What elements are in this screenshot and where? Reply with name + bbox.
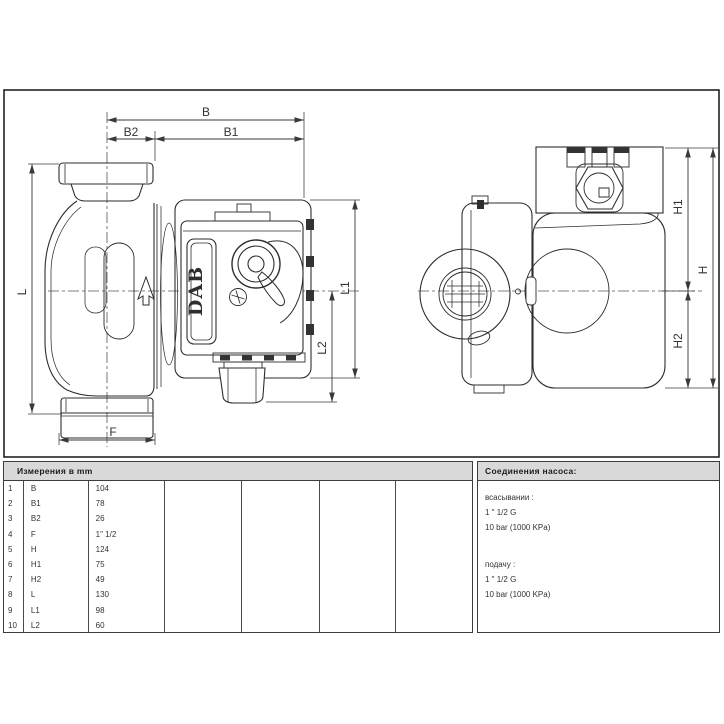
label-B: B	[202, 105, 210, 119]
dim-name: H1	[30, 559, 42, 569]
label-L: L	[15, 288, 29, 295]
empty-column	[320, 481, 397, 633]
dim-name: L	[30, 590, 36, 600]
extension-lines	[28, 112, 718, 445]
port-flange	[419, 248, 511, 346]
housing-clips	[306, 219, 314, 335]
label-B1: B1	[224, 125, 239, 139]
empty-column	[396, 481, 472, 633]
dim-value: 1" 1/2	[95, 529, 117, 539]
screw-icon	[229, 288, 247, 306]
row-num: 4	[8, 529, 13, 539]
label-H2: H2	[671, 333, 685, 349]
dim-name: H2	[30, 575, 42, 585]
column-dimension-values: 104 78 26 1" 1/2 124 75 49 130 98 60	[89, 481, 166, 633]
row-num: 10	[8, 620, 17, 630]
column-dimension-names: B B1 B2 F H H1 H2 L L1 L2	[24, 481, 89, 633]
dim-value: 49	[95, 575, 105, 585]
top-flange	[58, 162, 154, 185]
motor-body	[532, 212, 666, 389]
logo-plate	[186, 238, 217, 345]
label-H: H	[696, 266, 710, 275]
label-B2: B2	[124, 125, 139, 139]
row-num: 8	[8, 590, 13, 600]
label-L1: L1	[338, 281, 352, 295]
centerlines	[48, 112, 702, 447]
delivery-label: подачу :	[485, 560, 516, 569]
dim-name: B1	[30, 499, 41, 509]
dim-name: H	[30, 544, 37, 554]
dab-logo: DAB	[185, 266, 207, 316]
terminal-box	[535, 146, 664, 214]
dim-name: B	[30, 484, 37, 493]
empty-column	[165, 481, 242, 633]
connections-panel-header: Соединения насоса:	[478, 462, 719, 481]
dim-value: 26	[95, 514, 105, 524]
hex-gland-nut	[575, 166, 624, 210]
row-num: 2	[8, 499, 13, 509]
cable-gland	[218, 367, 266, 404]
terminal-strip	[212, 352, 306, 363]
measurements-table-body: 1 2 3 4 5 6 7 8 9 10 B B1 B2 F H H1 H2 L…	[4, 481, 472, 633]
dim-value: 60	[95, 620, 105, 630]
row-num: 6	[8, 559, 13, 569]
volute-body	[44, 200, 155, 397]
dim-name: L2	[30, 620, 40, 630]
dimension-labels: B B2 B1 L L1 L2 F H1 H H2	[15, 105, 710, 439]
row-num: 3	[8, 514, 13, 524]
connections-panel-body: всасывании : 1 " 1/2 G 10 bar (1000 KPa)…	[478, 481, 719, 602]
dim-value: 98	[95, 605, 105, 615]
speed-selector-knob	[231, 239, 304, 324]
label-F: F	[109, 425, 116, 439]
dim-name: B2	[30, 514, 41, 524]
delivery-pressure: 10 bar (1000 KPa)	[485, 590, 551, 599]
top-neck	[70, 183, 144, 202]
column-row-numbers: 1 2 3 4 5 6 7 8 9 10	[4, 481, 24, 633]
dim-value: 130	[95, 590, 109, 600]
flow-arrow-icon	[137, 275, 155, 306]
suction-label: всасывании :	[485, 493, 534, 502]
connections-panel: Соединения насоса: всасывании : 1 " 1/2 …	[477, 461, 720, 633]
row-num: 5	[8, 544, 13, 554]
dim-value: 104	[95, 484, 109, 493]
drawing-frame	[3, 89, 720, 458]
row-num: 9	[8, 605, 13, 615]
dim-value: 78	[95, 499, 105, 509]
dim-value: 124	[95, 544, 109, 554]
dimension-lines	[29, 117, 716, 443]
gland-mount	[223, 361, 263, 369]
front-view	[44, 162, 314, 439]
delivery-size: 1 " 1/2 G	[485, 575, 517, 584]
measurements-table-header: Измерения в mm	[4, 462, 472, 481]
side-view	[419, 146, 666, 394]
measurements-table: Измерения в mm 1 2 3 4 5 6 7 8 9 10 B B1…	[3, 461, 473, 633]
empty-column	[242, 481, 320, 633]
measurements-table-title: Измерения в mm	[17, 466, 93, 476]
connections-panel-title: Соединения насоса:	[485, 466, 577, 476]
suction-size: 1 " 1/2 G	[485, 508, 517, 517]
suction-pressure: 10 bar (1000 KPa)	[485, 523, 551, 532]
label-L2: L2	[315, 341, 329, 355]
dim-value: 75	[95, 559, 105, 569]
dim-name: F	[30, 529, 36, 539]
dim-name: L1	[30, 605, 40, 615]
label-H1: H1	[671, 199, 685, 215]
row-num: 7	[8, 575, 13, 585]
row-num: 1	[8, 484, 13, 493]
